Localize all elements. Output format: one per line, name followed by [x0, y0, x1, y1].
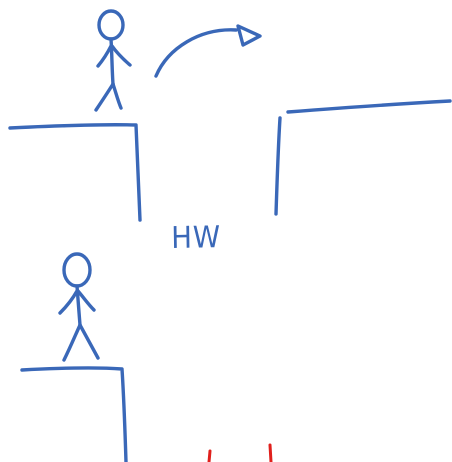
cliff-left-bottom [22, 368, 126, 462]
stick-figure-top-head [99, 11, 123, 39]
stick-figure-bottom [60, 254, 98, 360]
jump-arrow-head [238, 26, 260, 45]
hw-annotation: HW [171, 223, 221, 254]
cliff-right-top-ledge [288, 101, 450, 112]
stick-figure-bottom-head [64, 254, 90, 286]
stick-figure-bottom-leg-left [64, 325, 80, 360]
stick-figure-bottom-leg-right [80, 325, 98, 358]
stick-figure-bottom-arm-right [78, 291, 94, 310]
red-mark-right [270, 445, 271, 462]
stick-figure-top-arm-right [112, 46, 130, 65]
stick-figure-top-arm-left [98, 46, 111, 66]
stick-figure-top [96, 11, 130, 110]
jump-arrow-arc [156, 30, 236, 76]
stick-figure-top-leg-right [113, 84, 121, 108]
stick-figure-bottom-arm-left [60, 291, 77, 313]
cliff-right-top [276, 118, 280, 214]
jump-arrow [156, 26, 260, 76]
stick-figure-top-leg-left [96, 84, 113, 110]
cliff-left-top [10, 125, 140, 220]
red-mark-left [209, 451, 210, 462]
